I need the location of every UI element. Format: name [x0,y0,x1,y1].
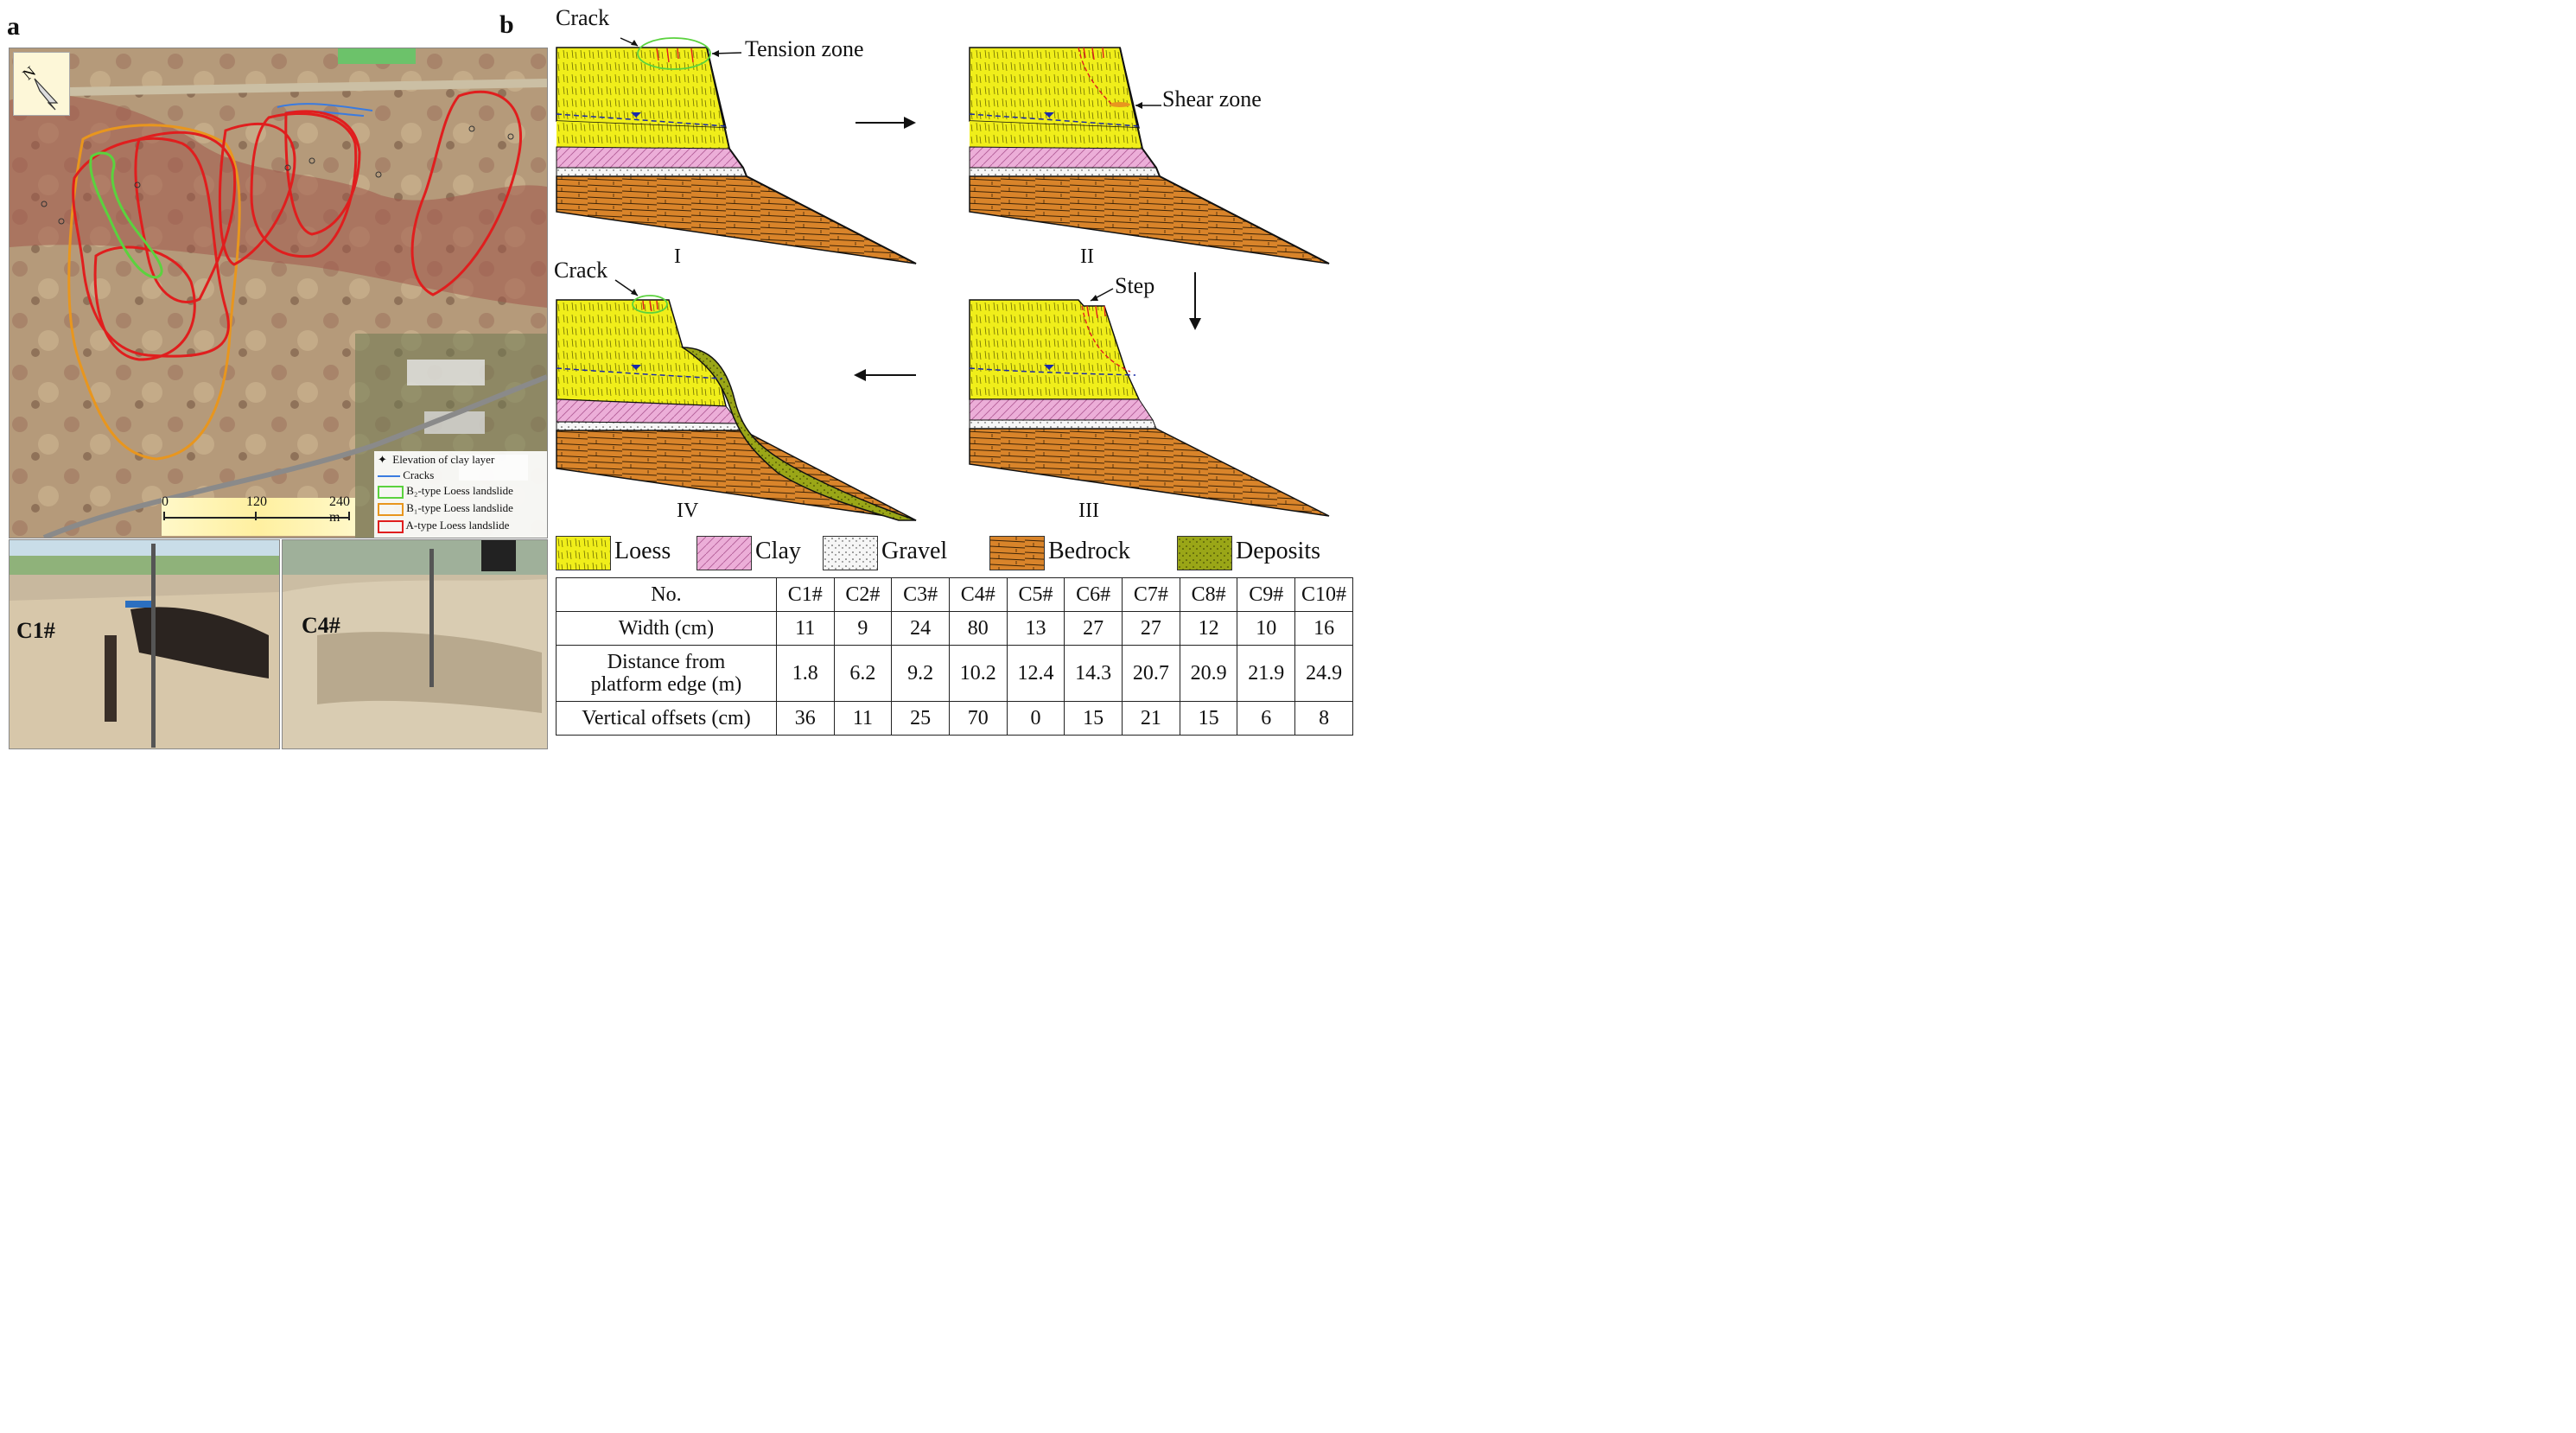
table-cell-distance: 10.2 [948,645,1008,702]
table-cell-offset: 15 [1064,701,1123,736]
header-no: No. [556,577,777,612]
annotation-tension-zone: Tension zone [745,36,864,61]
header-width: Width (cm) [556,611,777,646]
loess-swatch-icon [556,536,611,570]
a-swatch-icon [378,519,404,533]
table-cell-distance: 1.8 [775,645,835,702]
photo-c4: C4# [282,539,548,749]
scale-tick-120: 120 [246,494,267,509]
stage-label-4: IV [677,500,699,522]
table-cell-distance: 6.2 [833,645,893,702]
table-cell-no: C5# [1006,577,1065,612]
annotation-shear-zone: Shear zone [1162,86,1262,111]
scale-tick-240: 240 m [329,494,350,525]
table-cell-offset: 8 [1294,701,1353,736]
section-stage-4 [556,279,917,521]
table-cell-no: C9# [1237,577,1296,612]
table-cell-width: 27 [1064,611,1123,646]
legend-b1: B₁-type Loess landslide [378,501,513,516]
clay-swatch-icon [696,536,752,570]
bedrock-swatch-icon [989,536,1045,570]
section-stage-2 [969,47,1330,264]
legend-cracks: Cracks [378,468,434,482]
table-cell-width: 10 [1237,611,1296,646]
crack-data-table: No. C1#C2#C3#C4#C5#C6#C7#C8#C9#C10# Widt… [556,577,1353,736]
table-cell-no: C6# [1064,577,1123,612]
table-cell-width: 11 [775,611,835,646]
table-cell-offset: 11 [833,701,893,736]
panel-label-b: b [499,10,514,39]
table-cell-width: 27 [1122,611,1180,646]
legend-elevation: ✦ Elevation of clay layer [378,453,495,466]
table-cell-distance: 9.2 [891,645,950,702]
table-row: No. C1#C2#C3#C4#C5#C6#C7#C8#C9#C10# [556,577,1353,612]
table-cell-width: 24 [891,611,950,646]
table-cell-offset: 15 [1179,701,1238,736]
panel-label-a: a [7,12,20,41]
satellite-map: N 0 120 240 m ✦ Elevation of clay layer … [9,48,548,538]
table-cell-offset: 70 [948,701,1008,736]
map-image [10,48,547,538]
table-cell-no: C1# [775,577,835,612]
table-cell-width: 12 [1179,611,1238,646]
cross-section-diagram [556,37,1330,521]
table-cell-no: C8# [1179,577,1238,612]
stage-label-3: III [1078,500,1099,522]
table-cell-distance: 14.3 [1064,645,1123,702]
annotation-step: Step [1115,273,1155,298]
annotation-crack-stage1: Crack [556,5,610,30]
b1-swatch-icon [378,502,404,516]
table-cell-distance: 24.9 [1294,645,1353,702]
gravel-swatch-icon [823,536,878,570]
header-offset: Vertical offsets (cm) [556,701,777,736]
section-stage-3 [969,288,1330,517]
table-cell-distance: 20.9 [1179,645,1238,702]
table-cell-distance: 20.7 [1122,645,1180,702]
scale-bar: 0 120 240 m [162,494,355,536]
table-cell-width: 13 [1006,611,1065,646]
table-cell-offset: 6 [1237,701,1296,736]
stage-label-1: I [674,245,681,268]
table-cell-width: 9 [833,611,893,646]
table-cell-distance: 12.4 [1006,645,1065,702]
map-legend: ✦ Elevation of clay layer Cracks B₂-type… [374,451,547,538]
north-arrow-icon: N [13,52,70,116]
photo-c1: C1# [9,539,280,749]
section-stage-1 [556,37,917,264]
photo-label-c1: C1# [16,618,55,643]
table-cell-offset: 21 [1122,701,1180,736]
deposits-swatch-icon [1177,536,1232,570]
crack-line-icon [378,475,400,478]
header-distance: Distance from platform edge (m) [556,645,777,702]
elevation-marker-icon: ✦ [378,453,387,466]
stage-label-2: II [1080,245,1094,268]
table-cell-no: C2# [833,577,893,612]
legend-b2: B₂-type Loess landslide [378,484,513,499]
photo-label-c4: C4# [302,613,340,638]
table-cell-no: C4# [948,577,1008,612]
table-cell-distance: 21.9 [1237,645,1296,702]
table-cell-no: C10# [1294,577,1353,612]
table-cell-offset: 0 [1006,701,1065,736]
table-cell-offset: 36 [775,701,835,736]
table-cell-no: C3# [891,577,950,612]
table-cell-width: 80 [948,611,1008,646]
scale-tick-0: 0 [162,494,169,509]
b2-swatch-icon [378,485,404,499]
table-cell-width: 16 [1294,611,1353,646]
legend-a: A-type Loess landslide [378,519,509,533]
table-cell-offset: 25 [891,701,950,736]
table-cell-no: C7# [1122,577,1180,612]
annotation-crack-stage4: Crack [554,258,608,283]
